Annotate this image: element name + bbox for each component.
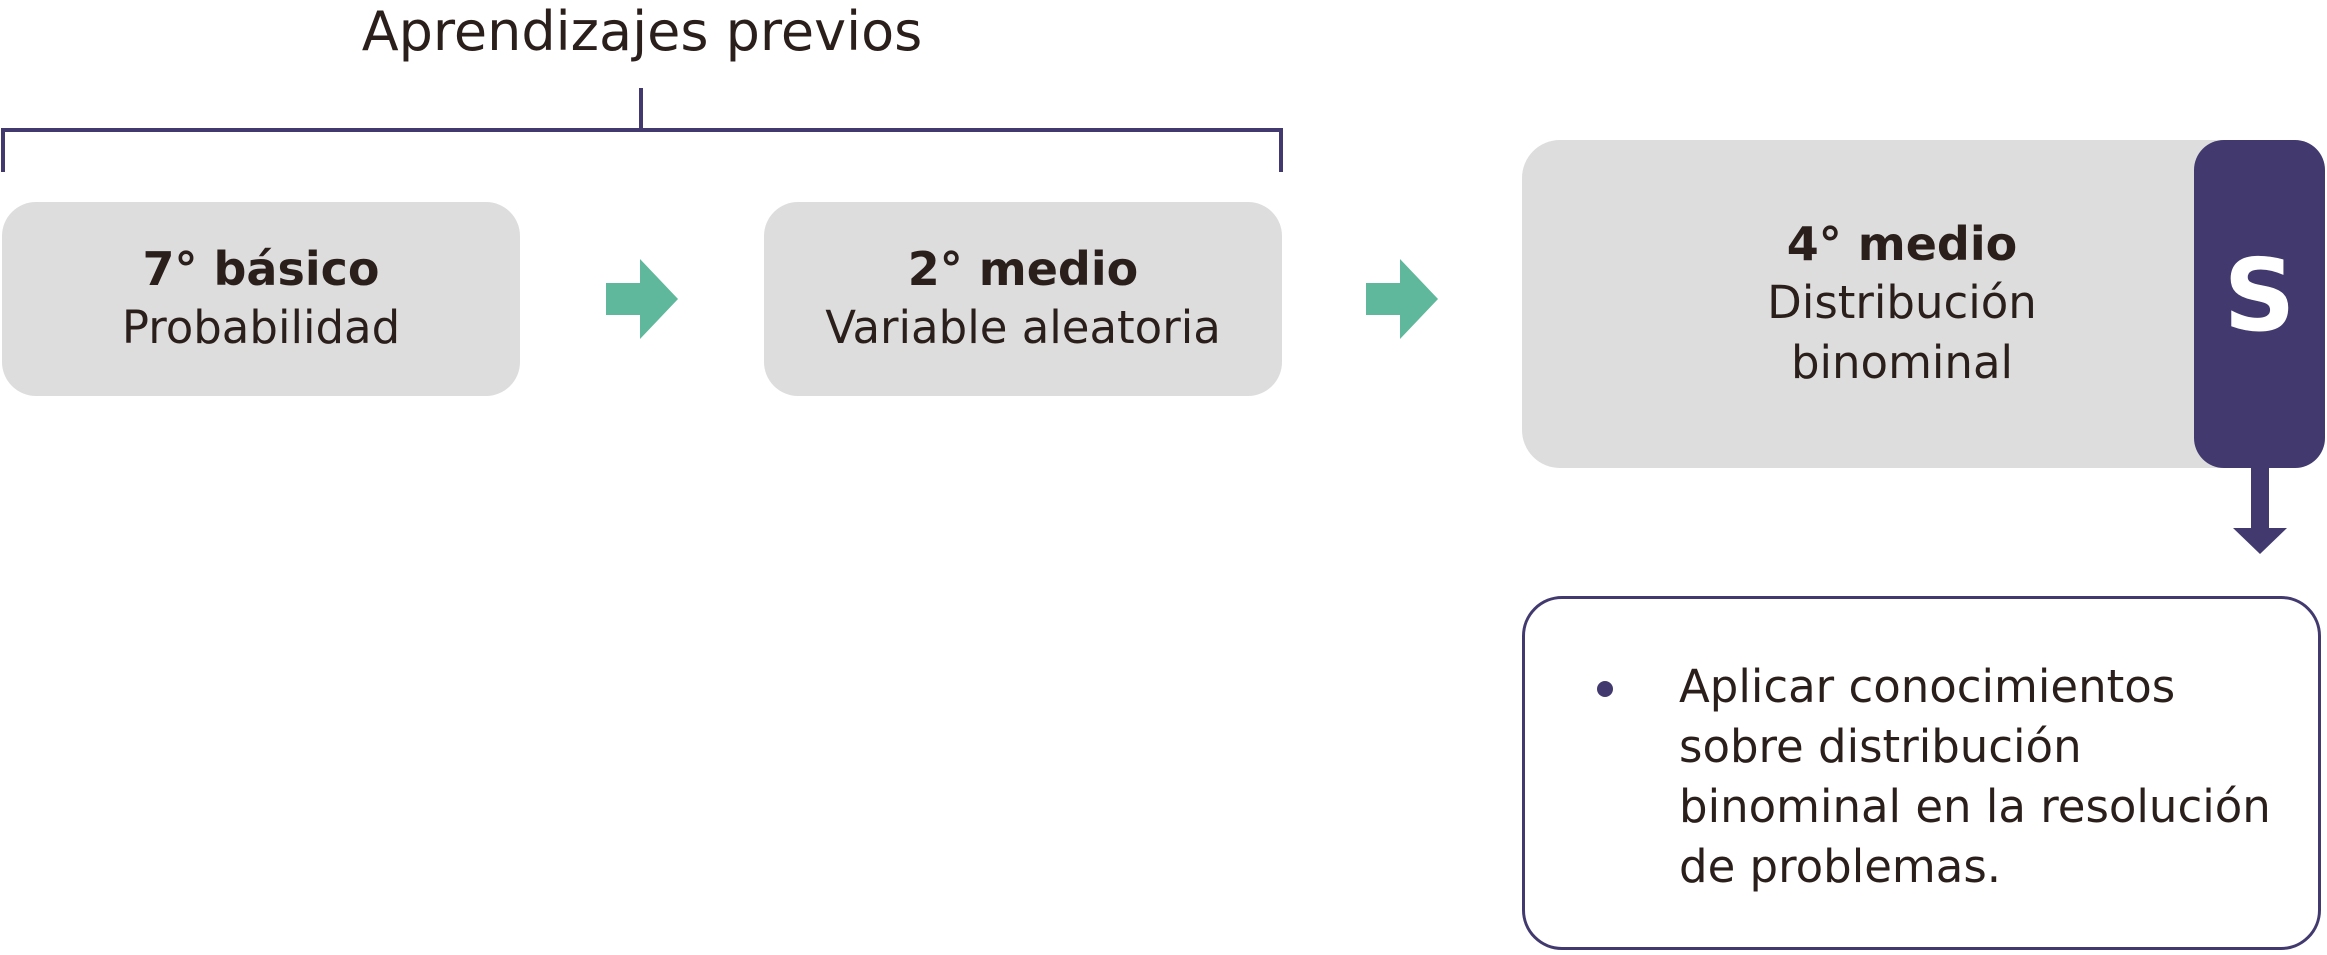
step-7-basico: 7° básico Probabilidad	[2, 202, 520, 396]
right-arrow-icon	[606, 259, 678, 339]
learning-objective-box: Aplicar conocimientos sobre distribución…	[1522, 596, 2321, 950]
current-step-4-medio: 4° medio Distribución binominal	[1522, 140, 2282, 468]
s-badge-letter: S	[2223, 237, 2296, 354]
current-topic: Distribución binominal	[1767, 276, 2037, 389]
s-badge: S	[2194, 140, 2325, 468]
down-arrow-icon	[2233, 466, 2287, 554]
current-grade: 4° medio	[1786, 217, 2018, 271]
step-topic: Probabilidad	[121, 301, 401, 354]
objective-item: Aplicar conocimientos sobre distribución…	[1587, 657, 2287, 897]
objective-list: Aplicar conocimientos sobre distribución…	[1587, 657, 2287, 897]
step-grade: 2° medio	[907, 242, 1139, 296]
prior-learning-bracket	[1, 88, 1283, 172]
objective-text: Aplicar conocimientos sobre distribución…	[1679, 660, 2271, 893]
right-arrow-icon	[1366, 259, 1438, 339]
prior-learning-title: Aprendizajes previos	[361, 0, 923, 63]
step-2-medio: 2° medio Variable aleatoria	[764, 202, 1282, 396]
bullet-icon	[1597, 681, 1613, 697]
step-topic: Variable aleatoria	[825, 301, 1221, 354]
step-grade: 7° básico	[142, 242, 380, 296]
